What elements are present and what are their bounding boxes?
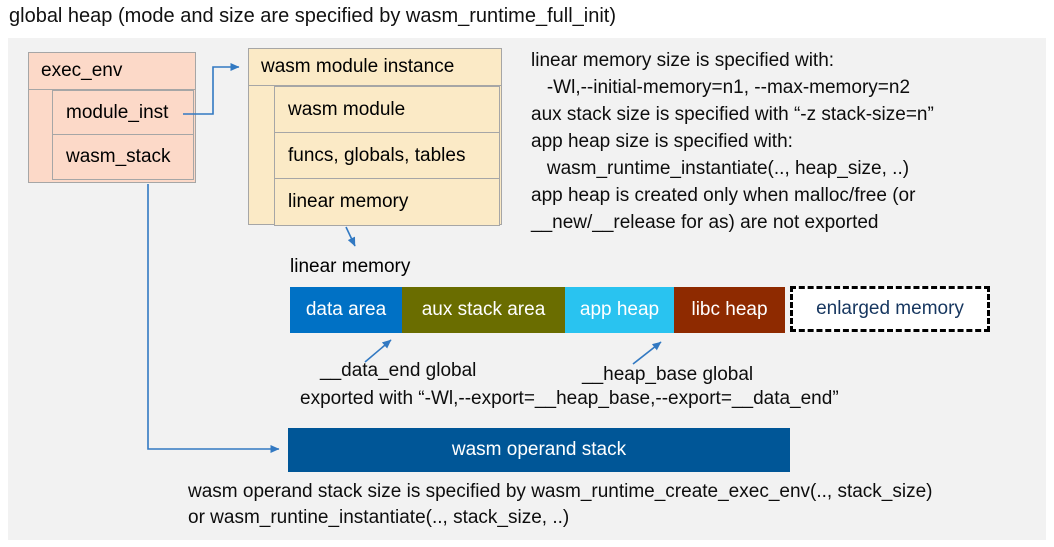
module-instance-header: wasm module instance [249, 49, 501, 86]
memory-segment-aux-stack-area: aux stack area [402, 287, 565, 333]
module-instance-body: wasm module funcs, globals, tables linea… [274, 86, 500, 226]
module-instance-row-wasm-module: wasm module [275, 87, 499, 133]
module-instance-row-linear-memory: linear memory [288, 191, 409, 212]
wasm-operand-stack-box: wasm operand stack [288, 428, 790, 472]
memory-segment-libc-heap: libc heap [674, 287, 785, 333]
data-end-global-label: __data_end global [320, 360, 477, 381]
enlarged-memory-box: enlarged memory [790, 286, 990, 332]
exec-env-row-module-inst: module_inst [53, 91, 193, 135]
exec-env-box: exec_env module_inst wasm_stack [28, 52, 196, 183]
linear-memory-label: linear memory [290, 256, 411, 277]
stack-size-notes-text: wasm operand stack size is specified by … [188, 481, 933, 528]
module-instance-row-funcs-globals-tables: funcs, globals, tables [275, 133, 499, 179]
heap-base-global-label: __heap_base global [582, 364, 754, 385]
module-instance-box: wasm module instance wasm module funcs, … [248, 48, 502, 226]
diagram-title: global heap (mode and size are specified… [9, 5, 616, 27]
linker-notes-text: linear memory size is specified with: -W… [531, 50, 934, 233]
export-flags-label: exported with “-Wl,--export=__heap_base,… [300, 388, 839, 409]
memory-segment-data-area: data area [290, 287, 402, 333]
exec-env-body: module_inst wasm_stack [52, 90, 194, 180]
exec-env-header: exec_env [29, 53, 195, 90]
exec-env-row-wasm-stack: wasm_stack [66, 146, 171, 167]
memory-segment-app-heap: app heap [565, 287, 674, 333]
